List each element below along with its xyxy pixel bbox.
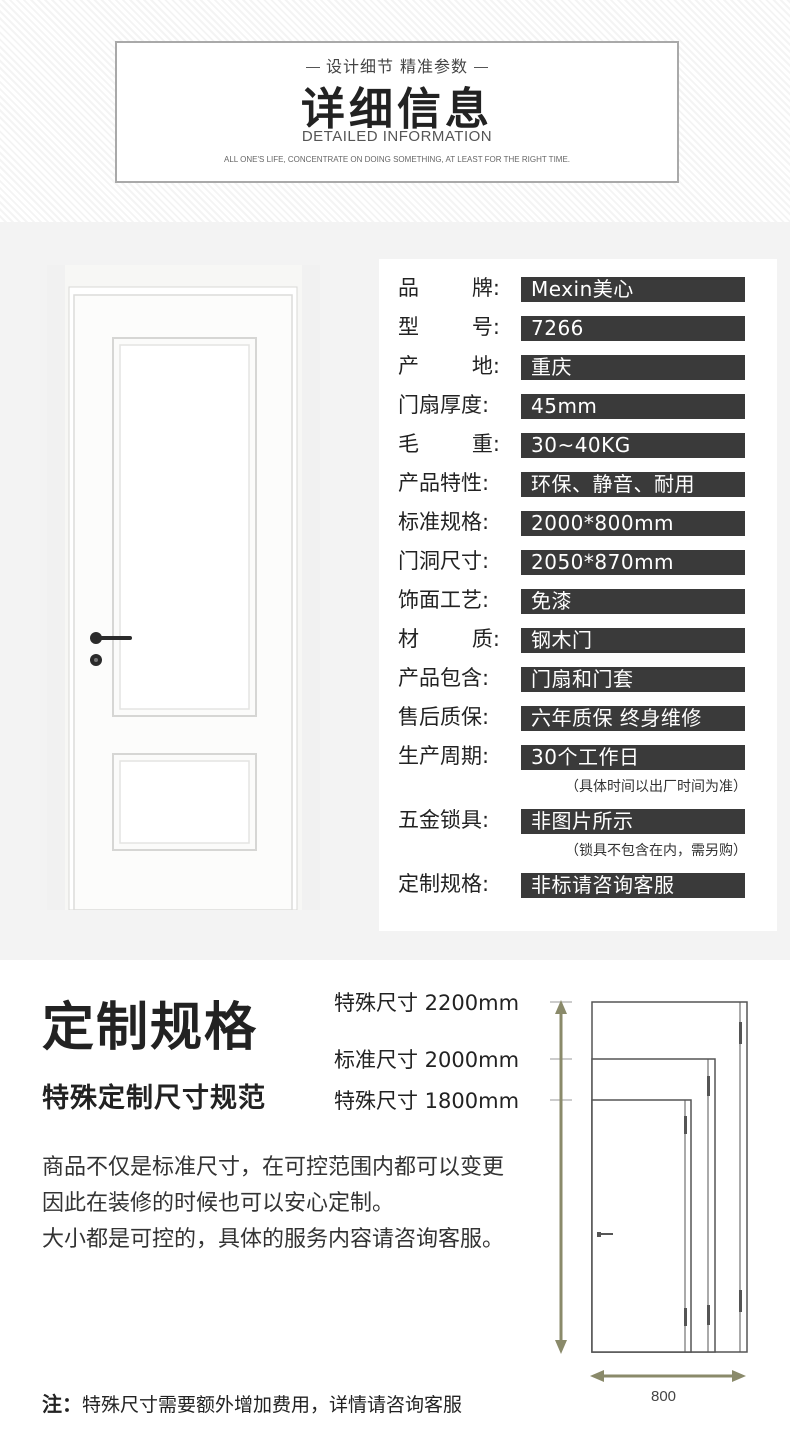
- spec-value: 六年质保 终身维修: [521, 706, 745, 731]
- hinge: [707, 1305, 710, 1325]
- spec-label-char: 质:: [471, 627, 500, 651]
- spec-label-char: 型: [398, 315, 419, 339]
- note-prefix: 注：: [42, 1392, 82, 1416]
- footer-note: 注：特殊尺寸需要额外增加费用，详情请咨询客服: [42, 1388, 462, 1417]
- spec-label-char: 产: [398, 354, 419, 378]
- spec-value: 免漆: [521, 589, 745, 614]
- spec-label-char: 号:: [471, 315, 500, 339]
- spec-label-char: 材: [398, 627, 419, 651]
- spec-label: 产品特性:: [398, 471, 490, 495]
- spec-label: 产品包含:: [398, 666, 490, 690]
- diagram-handle: [597, 1233, 613, 1235]
- spec-label-char: 牌:: [471, 276, 500, 300]
- header-subtitle: 设计细节 精准参数: [117, 53, 677, 77]
- spec-value: 重庆: [521, 355, 745, 380]
- header-box: 设计细节 精准参数 详细信息 DETAILED INFORMATION ALL …: [115, 41, 679, 183]
- lock-keyhole: [94, 658, 98, 662]
- spec-value: 7266: [521, 316, 745, 341]
- door-handle: [96, 636, 132, 640]
- lower-panel-inner: [119, 760, 250, 844]
- spec-row: 产品特性: 环保、静音、耐用: [379, 469, 777, 497]
- door-size-diagram-svg: [550, 1000, 748, 1382]
- spec-value: 非标请咨询客服: [521, 873, 745, 898]
- spec-label: 门洞尺寸:: [398, 549, 490, 573]
- note-text: 特殊尺寸需要额外增加费用，详情请咨询客服: [82, 1394, 463, 1416]
- spec-row: 毛 重: 30~40KG: [379, 430, 777, 458]
- spec-value: 门扇和门套: [521, 667, 745, 692]
- custom-desc-line-3: 大小都是可控的，具体的服务内容请咨询客服。: [42, 1227, 505, 1252]
- spec-row: 品 牌: Mexin美心: [379, 274, 777, 302]
- size-label-1800: 特殊尺寸 1800mm: [334, 1089, 520, 1113]
- hinge: [739, 1290, 742, 1312]
- spec-row: 售后质保: 六年质保 终身维修: [379, 703, 777, 731]
- spec-row: 材 质: 钢木门: [379, 625, 777, 653]
- spec-value: 30个工作日: [521, 745, 745, 770]
- height-arrow-top: [555, 1000, 567, 1014]
- door-outline-1800: [591, 1099, 692, 1353]
- spec-label: 毛 重:: [398, 430, 500, 458]
- header-subtitle-right: 精准参数: [400, 57, 469, 76]
- spec-row: 门扇厚度: 45mm: [379, 391, 777, 419]
- header-subtitle-left: 设计细节: [325, 57, 394, 76]
- spec-value: 30~40KG: [521, 433, 745, 458]
- spec-label: 定制规格:: [398, 872, 490, 896]
- spec-value: 2000*800mm: [521, 511, 745, 536]
- spec-label-char: 地:: [471, 354, 500, 378]
- spec-value: 非图片所示: [521, 809, 745, 834]
- spec-label: 门扇厚度:: [398, 393, 490, 417]
- spec-label: 材 质:: [398, 625, 500, 653]
- spec-note: （锁具不包含在内，需另购）: [565, 843, 747, 859]
- spec-row: 型 号: 7266: [379, 313, 777, 341]
- hinge: [707, 1076, 710, 1096]
- height-arrow-bottom: [555, 1340, 567, 1354]
- width-label: 800: [651, 1388, 677, 1405]
- dash-left: [305, 67, 320, 68]
- spec-label: 五金锁具:: [398, 808, 490, 832]
- page-title: 详细信息: [301, 84, 493, 135]
- door-size-diagram: [540, 990, 790, 1420]
- dash-right: [474, 67, 489, 68]
- spec-label-char: 毛: [398, 432, 419, 456]
- spec-row: 门洞尺寸: 2050*870mm: [379, 547, 777, 575]
- size-label-2200: 特殊尺寸 2200mm: [334, 991, 520, 1015]
- door-image: [65, 265, 302, 911]
- spec-value: 环保、静音、耐用: [521, 472, 745, 497]
- spec-label: 标准规格:: [398, 510, 490, 534]
- hinge: [684, 1116, 687, 1134]
- custom-subtitle: 特殊定制尺寸规范: [42, 1083, 266, 1114]
- spec-value: 钢木门: [521, 628, 745, 653]
- spec-label: 型 号:: [398, 313, 500, 341]
- custom-desc-line-2: 因此在装修的时候也可以安心定制。: [42, 1191, 395, 1216]
- spec-label: 品 牌:: [398, 274, 500, 302]
- page-title-english: DETAILED INFORMATION: [301, 128, 493, 145]
- header-quote: ALL ONE'S LIFE, CONCENTRATE ON DOING SOM…: [223, 155, 571, 164]
- spec-note: （具体时间以出厂时间为准）: [565, 779, 747, 795]
- hinge: [684, 1308, 687, 1326]
- spec-row: 定制规格: 非标请咨询客服: [379, 870, 777, 898]
- custom-title: 定制规格: [42, 998, 259, 1058]
- width-arrow-right: [732, 1370, 746, 1382]
- custom-desc-line-1: 商品不仅是标准尺寸，在可控范围内都可以变更: [42, 1155, 505, 1180]
- spec-label-char: 品: [398, 276, 419, 300]
- spec-value: 45mm: [521, 394, 745, 419]
- spec-row: 产 地: 重庆: [379, 352, 777, 380]
- spec-value: 2050*870mm: [521, 550, 745, 575]
- door-photo: [47, 265, 320, 911]
- size-label-2000: 标准尺寸 2000mm: [334, 1048, 520, 1072]
- spec-label: 生产周期:: [398, 744, 490, 768]
- upper-panel-inner: [119, 344, 250, 710]
- spec-value: Mexin美心: [521, 277, 745, 302]
- spec-label: 饰面工艺:: [398, 588, 490, 612]
- spec-label: 产 地:: [398, 352, 500, 380]
- spec-label-char: 重:: [471, 432, 500, 456]
- spec-label: 售后质保:: [398, 705, 490, 729]
- spec-row: 标准规格: 2000*800mm: [379, 508, 777, 536]
- spec-row: 生产周期: 30个工作日: [379, 742, 777, 770]
- width-arrow-left: [590, 1370, 604, 1382]
- spec-row: 五金锁具: 非图片所示: [379, 806, 777, 834]
- spec-row: 产品包含: 门扇和门套: [379, 664, 777, 692]
- hinge: [739, 1022, 742, 1044]
- spec-panel: 品 牌: Mexin美心型 号: 7266 产 地: 重庆门扇厚度: 45mm 毛 重: 30~40K…: [379, 259, 777, 931]
- spec-row: 饰面工艺: 免漆: [379, 586, 777, 614]
